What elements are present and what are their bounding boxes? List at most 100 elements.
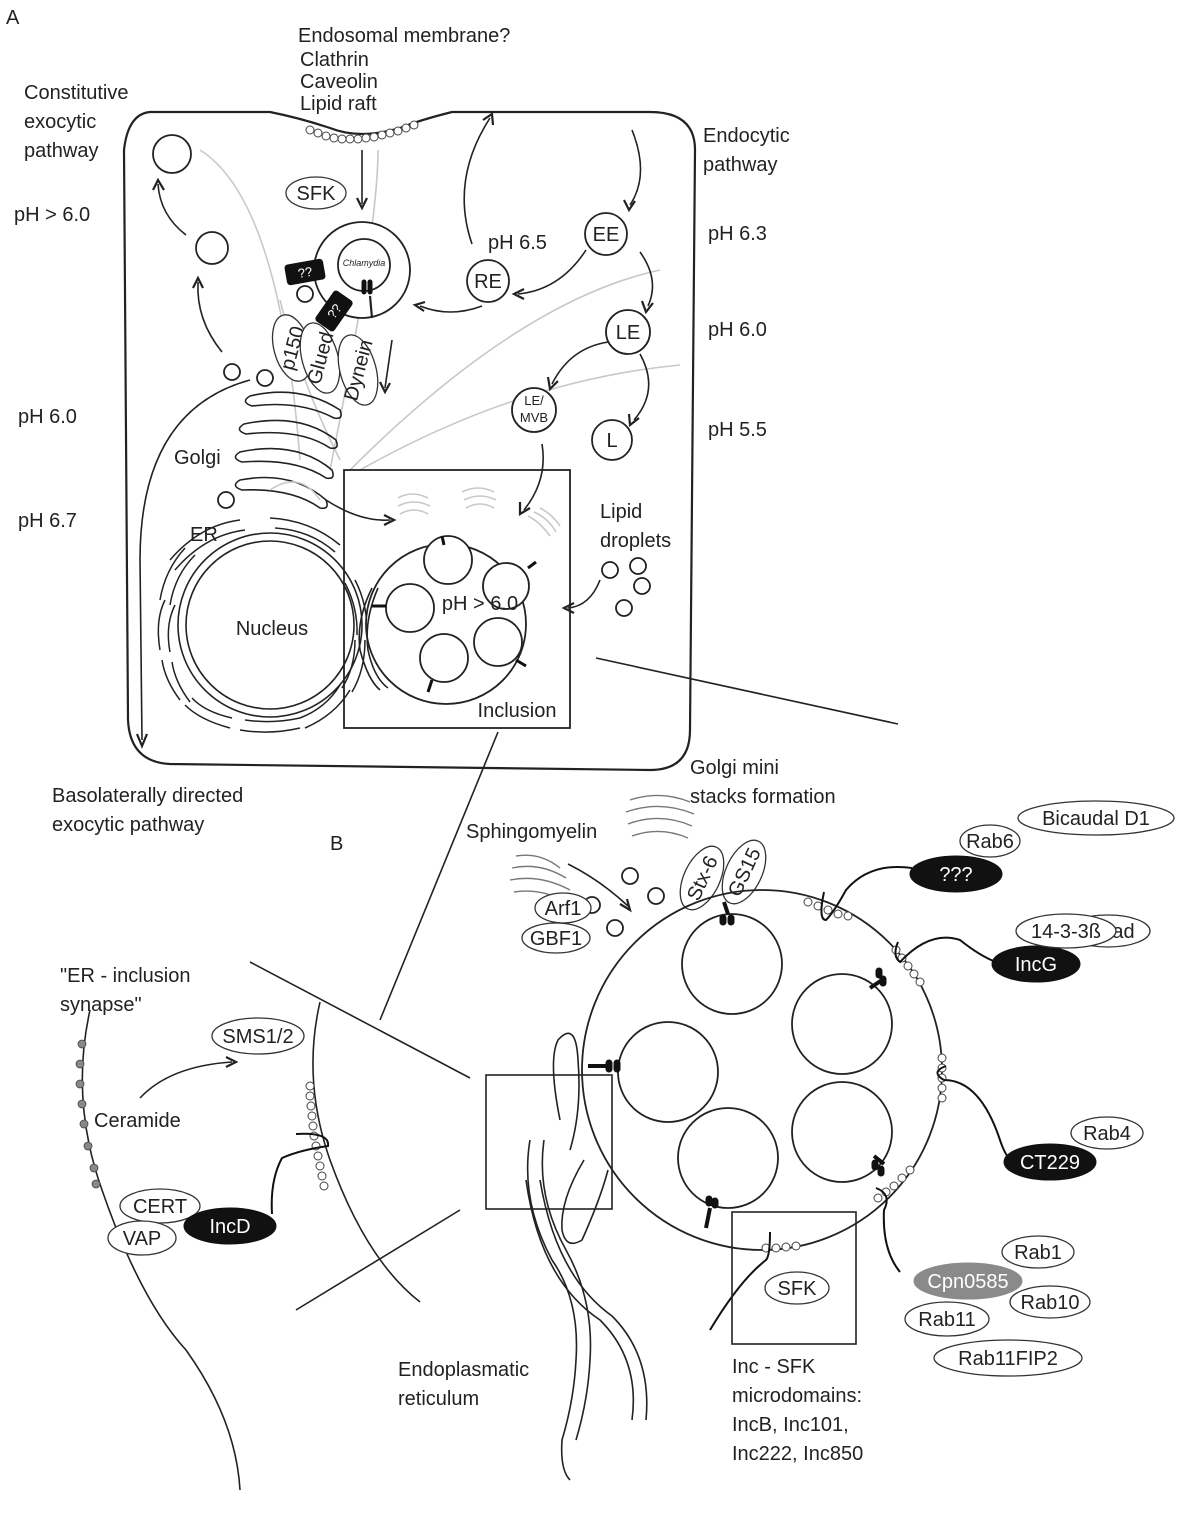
cpn0585-label: Cpn0585 — [927, 1271, 1008, 1293]
rb-a-1 — [423, 535, 473, 585]
golgi-ministacks-b — [509, 794, 695, 903]
golgi-label: Golgi — [174, 447, 221, 469]
re-label: RE — [474, 271, 502, 293]
secretory-vesicle-small — [223, 363, 241, 381]
zoom-line-1 — [595, 657, 899, 725]
inc-sfk-label-2: microdomains: — [732, 1385, 862, 1407]
constitutive-label-2: exocytic — [24, 111, 96, 133]
gbf1-label: GBF1 — [530, 928, 582, 950]
inc-tails — [709, 866, 1013, 1331]
rb-a-2 — [482, 562, 530, 610]
rab11-label: Rab11 — [918, 1309, 975, 1331]
lipid-label-1: Lipid — [600, 501, 642, 523]
sfk-label-b: SFK — [778, 1278, 818, 1300]
rab6-oval — [959, 824, 1021, 858]
rb-b-2 — [791, 973, 893, 1075]
sphingomyelin-label: Sphingomyelin — [466, 821, 597, 843]
lysosome — [591, 419, 633, 461]
sfk-oval-b — [764, 1271, 830, 1305]
le-mvb — [511, 387, 557, 433]
rb-a-5 — [419, 633, 469, 683]
le-label: LE — [616, 322, 640, 344]
ph-left-2: pH 6.0 — [18, 406, 77, 428]
basolateral-label-2: exocytic pathway — [52, 814, 204, 836]
ph-left-1: pH > 6.0 — [14, 204, 90, 226]
sfk-microdomain-box — [731, 1211, 857, 1345]
bicaudal-label: Bicaudal D1 — [1042, 808, 1150, 830]
ph-inclusion-label: pH > 6.0 — [442, 593, 518, 615]
lemvb-label-2: MVB — [520, 410, 548, 425]
ph-re-label: pH 6.5 — [488, 232, 547, 254]
zoom-line-2 — [379, 731, 499, 1021]
er-tubule-near-inclusion — [358, 587, 389, 691]
lipid-droplets — [601, 557, 651, 617]
rab4-oval — [1070, 1116, 1144, 1150]
nucleus-inner — [185, 540, 355, 710]
inc-sfk-label-4: Inc222, Inc850 — [732, 1443, 863, 1465]
basolateral-path — [139, 379, 251, 741]
lipid-label-2: droplets — [600, 530, 671, 552]
p1433-oval — [1015, 913, 1117, 949]
golgi-fragments-a — [397, 487, 561, 537]
nucleus-label: Nucleus — [236, 618, 308, 640]
inc-sfk-label-3: IncB, Inc101, — [732, 1414, 849, 1436]
inc-sfk-label-1: Inc - SFK — [732, 1356, 816, 1378]
er-synapse-label-2: synapse" — [60, 994, 142, 1016]
secretory-vesicle-large — [152, 134, 192, 174]
recycling-endosome — [466, 259, 510, 303]
l-label: L — [606, 430, 617, 452]
rb-a-3 — [385, 583, 435, 633]
rb-b-4 — [791, 1081, 893, 1183]
sfk-label-a: SFK — [297, 183, 337, 205]
lemvb-label-1: LE/ — [524, 393, 544, 408]
inclusion-zoom-box — [343, 469, 571, 729]
ph-right-1: pH 6.3 — [708, 223, 767, 245]
lipid-raft-beads — [305, 120, 419, 144]
rb-b-1 — [681, 913, 783, 1015]
caveolin-label: Caveolin — [300, 71, 378, 93]
svg-text:??: ?? — [324, 301, 345, 321]
er-label-b-2: reticulum — [398, 1388, 479, 1410]
secretory-vesicle-small-2 — [256, 369, 274, 387]
synapse-beads — [305, 1081, 329, 1191]
constitutive-label-1: Constitutive — [24, 82, 129, 104]
golgi-mini-label-2: stacks formation — [690, 786, 836, 808]
ceramide-label: Ceramide — [94, 1110, 181, 1132]
ct229-oval — [1003, 1143, 1097, 1181]
ceramide-arrow — [139, 1061, 233, 1099]
rab1-oval — [1001, 1235, 1075, 1269]
glued-oval — [299, 322, 341, 394]
synapse-line-1 — [249, 961, 471, 1079]
incd-oval — [183, 1207, 277, 1245]
ph-right-2: pH 6.0 — [708, 319, 767, 341]
unknown-box-2: ?? — [315, 290, 353, 332]
cell-membrane — [122, 110, 697, 772]
sfk-oval-a — [285, 176, 347, 210]
bicaudal-oval — [1017, 800, 1175, 836]
dynein-arrow — [384, 339, 393, 389]
rb-b-3 — [617, 1021, 719, 1123]
svg-text:??: ?? — [297, 264, 314, 281]
golgi-arrow-b — [567, 863, 629, 907]
rb-b-5 — [677, 1107, 779, 1209]
endocytic-label-1: Endocytic — [703, 125, 790, 147]
sms-label: SMS1/2 — [222, 1026, 293, 1048]
secretory-vesicle-golgi — [217, 491, 235, 509]
er-sheets — [157, 517, 368, 733]
golgi-vesicles-b — [583, 867, 665, 937]
inclusion-membrane-zoom — [312, 1001, 421, 1303]
rab11fip2-label: Rab11FIP2 — [958, 1348, 1058, 1370]
secretory-vesicle-medium — [195, 231, 229, 265]
arrow-vesicle-up — [157, 183, 187, 236]
inclusion-label: Inclusion — [478, 700, 557, 722]
er-membrane-b — [81, 1009, 241, 1491]
panel-a-label: A — [6, 7, 20, 29]
er-tubules-b — [525, 1032, 648, 1481]
gbf1-oval — [521, 922, 591, 954]
lipid-raft-label: Lipid raft — [300, 93, 377, 115]
golgi-apparatus — [234, 391, 342, 510]
inc-anchors-a — [372, 535, 537, 693]
vesicle-near-inclusion — [296, 285, 314, 303]
rab11fip2-oval — [933, 1339, 1083, 1377]
